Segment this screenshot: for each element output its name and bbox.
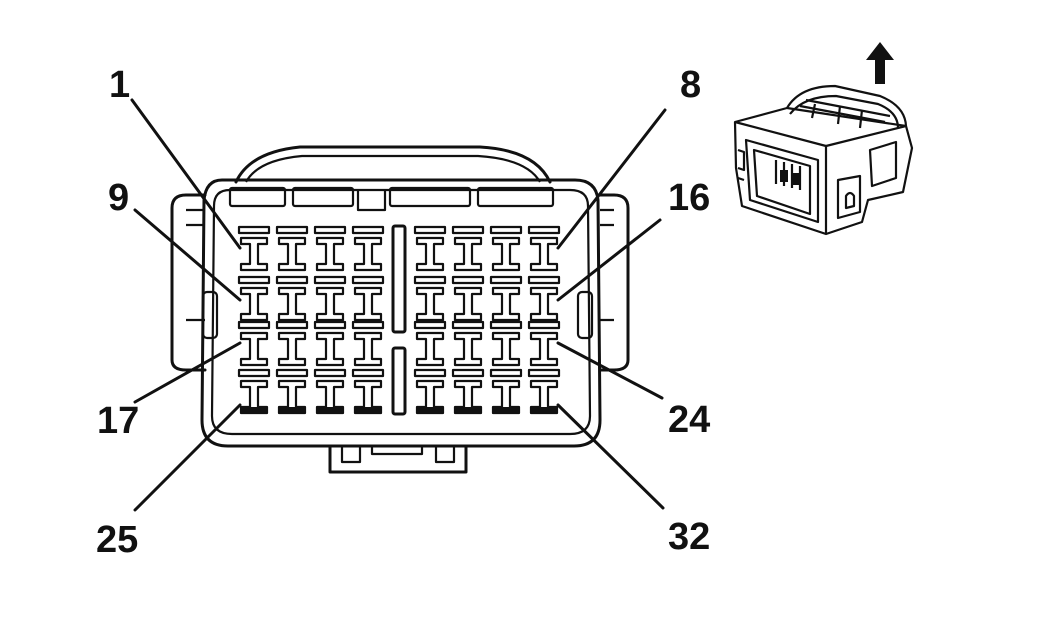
terminal-19 [313, 320, 347, 367]
terminal-20 [351, 320, 385, 367]
connector-face [170, 145, 630, 474]
pin-label-1: 1 [109, 64, 130, 106]
pin-label-16: 16 [668, 177, 710, 219]
terminal-28 [351, 368, 385, 415]
pin-label-9: 9 [108, 177, 129, 219]
pin-label-25: 25 [96, 519, 138, 561]
terminal-31 [489, 368, 523, 415]
terminal-15 [489, 275, 523, 322]
connector-isometric-icon [733, 84, 914, 236]
terminal-6 [451, 225, 485, 272]
terminal-3 [313, 225, 347, 272]
leader-pin-32 [556, 403, 665, 510]
leader-pin-25 [133, 403, 242, 512]
terminal-4 [351, 225, 385, 272]
pin-labels: 1 8 9 16 17 24 25 32 [96, 64, 710, 561]
terminal-24 [527, 320, 561, 367]
terminal-16 [527, 275, 561, 322]
leader-pin-17 [133, 341, 242, 404]
terminal-23 [489, 320, 523, 367]
terminal-32 [527, 368, 561, 415]
terminal-grid [237, 225, 561, 415]
terminal-1 [237, 225, 271, 272]
terminal-9 [237, 275, 271, 322]
up-arrow-icon [866, 42, 894, 84]
terminal-8 [527, 225, 561, 272]
terminal-14 [451, 275, 485, 322]
pin-label-24: 24 [668, 399, 710, 441]
leader-pin-8 [556, 108, 667, 250]
leader-pin-9 [133, 208, 242, 302]
terminal-21 [413, 320, 447, 367]
terminal-26 [275, 368, 309, 415]
terminal-13 [413, 275, 447, 322]
terminal-29 [413, 368, 447, 415]
terminal-18 [275, 320, 309, 367]
terminal-17 [237, 320, 271, 367]
pin-label-17: 17 [97, 400, 139, 442]
leader-pin-1 [130, 98, 242, 250]
terminal-25 [237, 368, 271, 415]
pin-label-32: 32 [668, 516, 710, 558]
terminal-2 [275, 225, 309, 272]
terminal-30 [451, 368, 485, 415]
terminal-10 [275, 275, 309, 322]
pin-label-8: 8 [680, 64, 701, 106]
terminal-11 [313, 275, 347, 322]
terminal-5 [413, 225, 447, 272]
terminal-12 [351, 275, 385, 322]
leader-pin-16 [556, 218, 662, 302]
leader-lines [130, 98, 667, 512]
terminal-22 [451, 320, 485, 367]
terminal-7 [489, 225, 523, 272]
leader-pin-24 [556, 341, 664, 400]
terminal-27 [313, 368, 347, 415]
